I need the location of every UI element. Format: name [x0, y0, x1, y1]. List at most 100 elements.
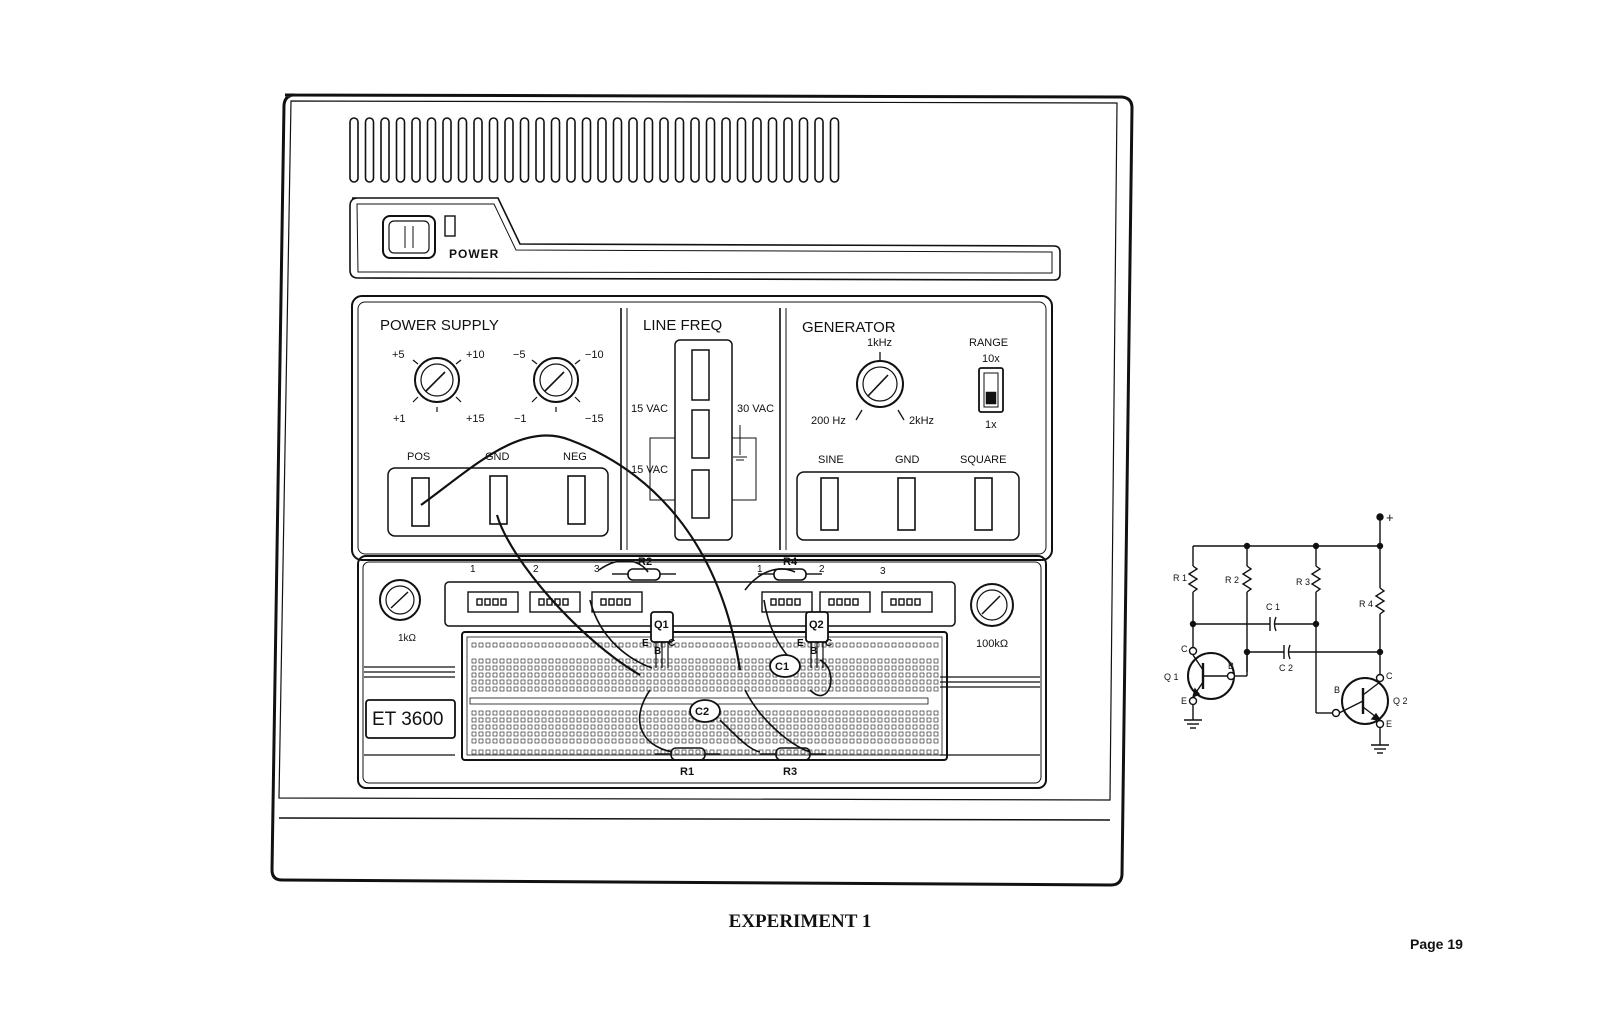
- breadboard-hole: [709, 724, 715, 730]
- connector-block[interactable]: [761, 591, 813, 613]
- breadboard-hole: [541, 717, 547, 723]
- pot-100k[interactable]: [970, 583, 1014, 627]
- breadboard-hole: [912, 749, 918, 755]
- terminal-neg[interactable]: [567, 475, 586, 525]
- range-switch[interactable]: [978, 367, 1004, 413]
- breadboard-hole: [814, 724, 820, 730]
- breadboard-hole: [499, 749, 505, 755]
- breadboard-hole: [898, 731, 904, 737]
- breadboard-hole: [870, 658, 876, 664]
- breadboard-hole: [737, 642, 743, 648]
- terminal-pos[interactable]: [411, 477, 430, 527]
- breadboard-hole: [730, 665, 736, 671]
- breadboard-hole: [478, 749, 484, 755]
- breadboard-hole: [912, 717, 918, 723]
- terminal-gen-gnd[interactable]: [897, 477, 916, 531]
- breadboard-hole: [751, 724, 757, 730]
- connector-block[interactable]: [529, 591, 581, 613]
- breadboard-hole: [905, 672, 911, 678]
- breadboard-hole: [919, 731, 925, 737]
- breadboard-hole: [618, 679, 624, 685]
- breadboard-hole: [905, 724, 911, 730]
- breadboard-hole: [912, 738, 918, 744]
- vent-slot: [535, 117, 545, 183]
- breadboard-hole: [905, 642, 911, 648]
- terminal-sine[interactable]: [820, 477, 839, 531]
- breadboard-hole: [597, 731, 603, 737]
- breadboard-hole: [618, 665, 624, 671]
- power-switch[interactable]: [382, 215, 436, 259]
- connector-hole: [770, 598, 777, 606]
- breadboard-hole: [485, 710, 491, 716]
- breadboard-hole: [527, 642, 533, 648]
- breadboard-hole: [849, 724, 855, 730]
- breadboard-hole: [513, 679, 519, 685]
- breadboard-hole: [681, 679, 687, 685]
- connector-block[interactable]: [591, 591, 643, 613]
- breadboard-hole: [898, 749, 904, 755]
- breadboard-hole: [877, 642, 883, 648]
- breadboard-hole: [800, 710, 806, 716]
- knob-positive-supply[interactable]: [412, 357, 462, 412]
- breadboard-hole: [597, 686, 603, 692]
- breadboard-hole: [471, 724, 477, 730]
- breadboard-hole: [506, 731, 512, 737]
- connector-block[interactable]: [881, 591, 933, 613]
- breadboard-hole: [485, 749, 491, 755]
- breadboard-hole: [814, 717, 820, 723]
- breadboard-hole: [884, 717, 890, 723]
- breadboard-hole: [919, 658, 925, 664]
- breadboard-hole: [842, 679, 848, 685]
- neg-knob-bottom-left: −1: [514, 413, 527, 425]
- circuit-schematic: [1184, 513, 1389, 754]
- breadboard-hole: [912, 710, 918, 716]
- breadboard-hole: [716, 672, 722, 678]
- breadboard-hole: [723, 717, 729, 723]
- breadboard-hole: [492, 665, 498, 671]
- breadboard-hole: [506, 738, 512, 744]
- breadboard-hole: [702, 665, 708, 671]
- breadboard-hole: [681, 710, 687, 716]
- breadboard-hole: [534, 686, 540, 692]
- breadboard-hole: [716, 679, 722, 685]
- breadboard-hole: [814, 710, 820, 716]
- breadboard-hole: [737, 717, 743, 723]
- connector-block[interactable]: [819, 591, 871, 613]
- breadboard-hole: [919, 724, 925, 730]
- breadboard-hole: [527, 658, 533, 664]
- breadboard[interactable]: [461, 631, 948, 761]
- knob-negative-supply[interactable]: [531, 357, 581, 412]
- breadboard-hole: [492, 686, 498, 692]
- breadboard-hole: [583, 672, 589, 678]
- breadboard-hole: [478, 642, 484, 648]
- breadboard-hole: [905, 717, 911, 723]
- breadboard-hole: [499, 738, 505, 744]
- breadboard-hole: [597, 724, 603, 730]
- breadboard-hole: [926, 738, 932, 744]
- breadboard-hole: [912, 724, 918, 730]
- resistor-r4: [758, 568, 822, 581]
- breadboard-hole: [786, 724, 792, 730]
- breadboard-hole: [576, 665, 582, 671]
- terminal-gnd[interactable]: [489, 475, 508, 525]
- breadboard-hole: [569, 658, 575, 664]
- schematic-q1: [1184, 646, 1248, 729]
- breadboard-hole: [611, 686, 617, 692]
- connector-block[interactable]: [467, 591, 519, 613]
- terminal-square[interactable]: [974, 477, 993, 531]
- breadboard-hole: [471, 749, 477, 755]
- breadboard-hole: [583, 731, 589, 737]
- breadboard-hole: [632, 717, 638, 723]
- breadboard-hole: [674, 642, 680, 648]
- terminal-square-label: SQUARE: [960, 454, 1006, 466]
- breadboard-hole: [625, 658, 631, 664]
- breadboard-hole: [513, 738, 519, 744]
- breadboard-hole: [527, 710, 533, 716]
- power-label: POWER: [449, 247, 499, 261]
- knob-generator-frequency[interactable]: [855, 352, 905, 421]
- breadboard-hole: [660, 672, 666, 678]
- pot-1k[interactable]: [379, 579, 421, 621]
- breadboard-hole: [506, 642, 512, 648]
- breadboard-hole: [709, 672, 715, 678]
- breadboard-hole: [492, 738, 498, 744]
